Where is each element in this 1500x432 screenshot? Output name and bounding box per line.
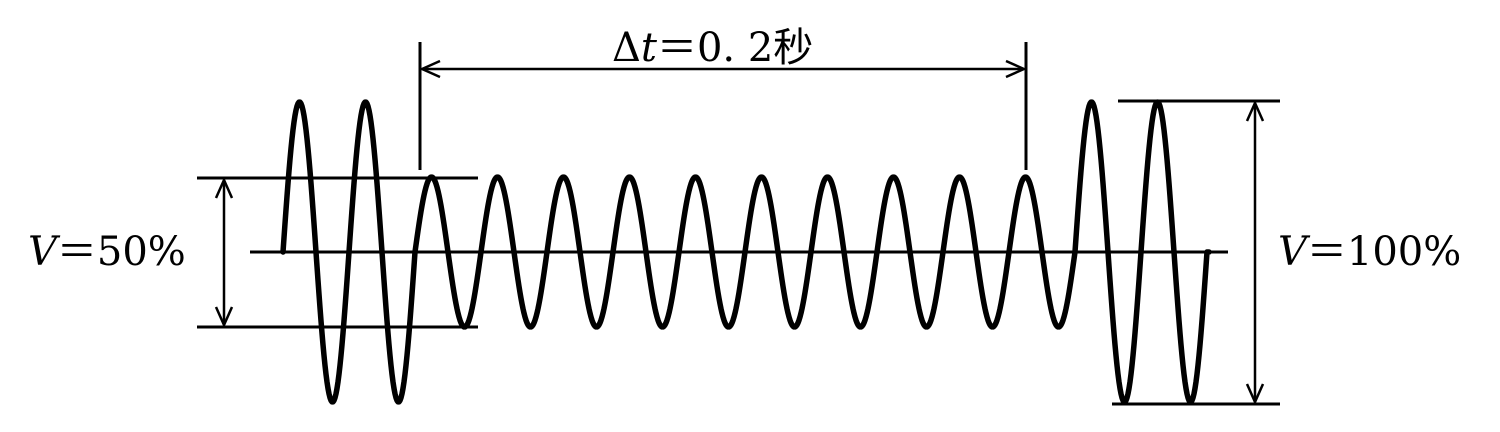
amplitude-variable: V — [1278, 229, 1307, 275]
right-amplitude-label: V＝100% — [1278, 232, 1461, 272]
waveform — [280, 99, 1212, 405]
equals-sign: ＝ — [1306, 229, 1347, 275]
amplitude-variable: V — [28, 229, 57, 275]
left-amplitude-label: V＝50% — [28, 232, 186, 272]
delta-symbol: Δ — [612, 25, 641, 71]
equals-sign: ＝ — [656, 25, 697, 71]
amplitude-value: 50% — [96, 229, 186, 275]
equals-sign: ＝ — [56, 229, 97, 275]
delta-t-value: 0. 2秒 — [696, 25, 814, 71]
delta-t-label: Δt＝0. 2秒 — [612, 28, 813, 68]
amplitude-value: 100% — [1346, 229, 1462, 275]
time-variable: t — [640, 25, 657, 71]
